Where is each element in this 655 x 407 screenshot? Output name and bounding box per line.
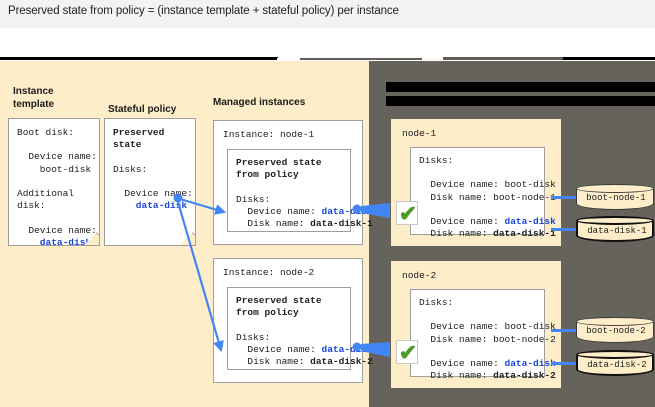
instance-template-line-0: Boot disk: <box>17 127 75 138</box>
disk-connector-data-disk-1 <box>551 228 577 231</box>
preserved-state-disk-label: Disk name: <box>236 356 311 368</box>
folded-corner-icon <box>82 228 99 245</box>
preserved-state-disks-label: Disks: <box>236 193 271 205</box>
node-data-disk-label: Disk name: <box>419 370 494 382</box>
node-boot-device-line: Device name: boot-disk <box>419 179 556 191</box>
instance-template-line-5: Additional <box>17 188 75 200</box>
node-title: node-2 <box>402 270 437 281</box>
node-boot-disk-line: Disk name: boot-node-2 <box>419 333 556 345</box>
node-disks-label: Disks: <box>419 155 454 166</box>
node-title: node-1 <box>402 128 437 139</box>
preserved-state-disk-value: data-disk-2 <box>310 356 373 368</box>
preserved-state-device-label: Device name: <box>236 343 322 355</box>
preserved-state-device-value: data-disk <box>321 205 373 217</box>
disk-icon-boot-node-2: boot-node-2 <box>575 316 654 343</box>
node-data-device-label: Device name: <box>419 358 505 370</box>
node-disks-box: Disks: Device name: boot-disk Disk name:… <box>410 289 556 381</box>
node-data-disk-value: data-disk-1 <box>493 228 556 240</box>
node-boot-device-line: Device name: boot-disk <box>419 321 556 333</box>
instance-template-line-9: data-disk <box>17 236 92 248</box>
disk-top-ellipse <box>575 215 654 225</box>
disk-top-ellipse <box>575 183 654 193</box>
preserved-state-heading-line1: Preserved state <box>236 157 322 168</box>
preserved-state-disks-label: Disks: <box>236 331 271 343</box>
preserved-state-box: Preserved state from policy Disks: Devic… <box>227 287 373 370</box>
disk-icon-boot-node-1: boot-node-1 <box>575 183 654 210</box>
page-title: Preserved state from policy = (instance … <box>8 5 399 17</box>
card-stateful-policy: Preserved state Disks: Device name: data… <box>104 118 196 246</box>
disk-label: data-disk-2 <box>587 360 647 370</box>
preserved-state-disk-value: data-disk-1 <box>310 218 373 230</box>
managed-instance-title: Instance: node-1 <box>223 129 315 140</box>
heading-stateful-policy: Stateful policy <box>108 104 177 115</box>
stateful-policy-line-3: Disks: <box>113 163 148 175</box>
preserved-state-box: Preserved state from policy Disks: Devic… <box>227 149 373 232</box>
heading-instance-template: Instance template <box>13 86 55 110</box>
preserved-state-heading-line1: Preserved state <box>236 295 322 306</box>
node-data-device-value: data-disk <box>504 358 556 370</box>
stateful-policy-line-1: state <box>113 139 142 151</box>
check-icon: ✔ <box>398 201 418 226</box>
disk-icon-data-disk-1: data-disk-1 <box>575 215 654 242</box>
preserved-state-body: Preserved state from policy Disks: Devic… <box>228 150 373 230</box>
node-data-disk-value: data-disk-2 <box>493 370 556 382</box>
preserved-state-device-value: data-disk <box>321 343 373 355</box>
legend-check-swatch <box>277 58 297 60</box>
disk-label: boot-node-2 <box>586 326 646 336</box>
legend-band: ✔ <box>0 28 655 60</box>
instance-template-line-6: disk: <box>17 200 46 212</box>
legend-redaction-bar-right-top <box>443 57 655 60</box>
node-boot-disk-line: Disk name: boot-node-1 <box>419 191 556 203</box>
disk-connector-data-disk-2 <box>551 362 577 365</box>
heading-managed-instances-line1: Managed instances <box>213 96 306 108</box>
instance-template-line-3: boot-disk <box>17 163 92 175</box>
preserved-state-heading-line2: from policy <box>236 307 299 319</box>
node-disks-body: Disks: Device name: boot-disk Disk name:… <box>411 290 556 382</box>
node-disks-box: Disks: Device name: boot-disk Disk name:… <box>410 147 556 239</box>
legend-redaction-bar-mid-thin <box>300 58 422 60</box>
actual-state-heading-redaction-2 <box>386 96 655 106</box>
disk-connector-boot-node-2 <box>551 329 577 332</box>
check-badge-node-1: ✔ <box>396 201 418 226</box>
instance-template-line-2: Device name: <box>17 151 97 163</box>
preserved-state-heading-line2: from policy <box>236 169 299 181</box>
stateful-policy-line-6: data-disk <box>113 200 188 212</box>
node-card-node-1: node-1 Disks: Device name: boot-disk Dis… <box>391 119 561 246</box>
legend-redaction-bar-far-right <box>563 57 655 60</box>
card-stateful-policy-body: Preserved state Disks: Device name: data… <box>105 119 195 212</box>
check-icon: ✔ <box>278 58 298 61</box>
preserved-state-device-label: Device name: <box>236 205 322 217</box>
stateful-policy-line-5: Device name: <box>113 188 193 200</box>
disk-icon-data-disk-2: data-disk-2 <box>575 349 654 376</box>
disk-label: boot-node-1 <box>586 193 646 203</box>
stateful-policy-line-0: Preserved <box>113 127 165 138</box>
managed-instance-card-node-1: Instance: node-1 Preserved state from po… <box>213 120 373 245</box>
disk-label: data-disk-1 <box>587 226 647 236</box>
node-disks-body: Disks: Device name: boot-disk Disk name:… <box>411 148 556 240</box>
managed-instance-card-node-2: Instance: node-2 Preserved state from po… <box>213 258 373 383</box>
node-data-disk-label: Disk name: <box>419 228 494 240</box>
node-disks-label: Disks: <box>419 297 454 308</box>
check-badge-node-2: ✔ <box>396 340 418 365</box>
managed-instance-title: Instance: node-2 <box>223 267 315 278</box>
disk-connector-boot-node-1 <box>551 196 577 199</box>
node-card-node-2: node-2 Disks: Device name: boot-disk Dis… <box>391 261 561 388</box>
disk-top-ellipse <box>575 316 654 326</box>
card-instance-template: Boot disk: Device name: boot-disk Additi… <box>8 118 100 248</box>
preserved-state-body: Preserved state from policy Disks: Devic… <box>228 288 373 368</box>
legend-redaction-bar-left-top <box>0 57 278 60</box>
preserved-state-disk-label: Disk name: <box>236 218 311 230</box>
disk-top-ellipse <box>575 349 654 359</box>
folded-corner-icon <box>178 228 195 245</box>
title-strip: Preserved state from policy = (instance … <box>0 0 655 28</box>
node-data-device-label: Device name: <box>419 216 505 228</box>
check-icon: ✔ <box>398 340 418 365</box>
actual-state-heading-redaction-1 <box>386 82 655 92</box>
node-data-device-value: data-disk <box>504 216 556 228</box>
legend-cream-swatch <box>423 59 441 60</box>
